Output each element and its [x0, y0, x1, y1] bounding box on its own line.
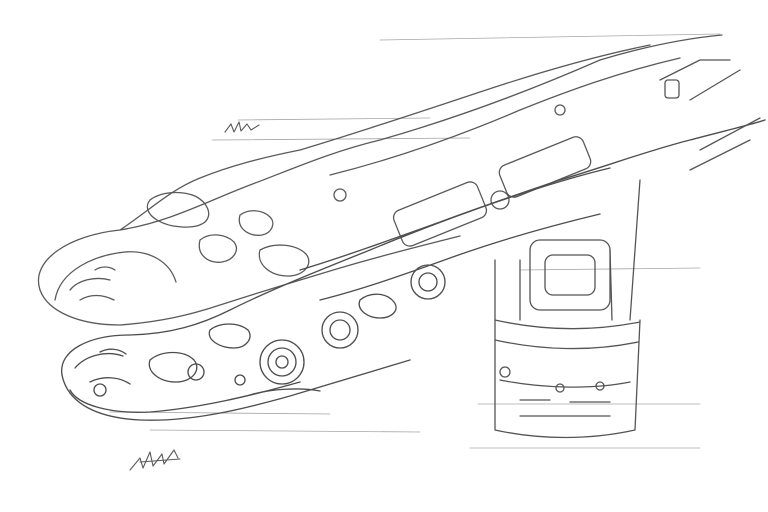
construction-lines [109, 33, 721, 449]
upper-shoe [37, 34, 723, 326]
lower-shoe [61, 119, 766, 421]
heel-block [494, 59, 761, 439]
scribble-marks [129, 121, 260, 471]
